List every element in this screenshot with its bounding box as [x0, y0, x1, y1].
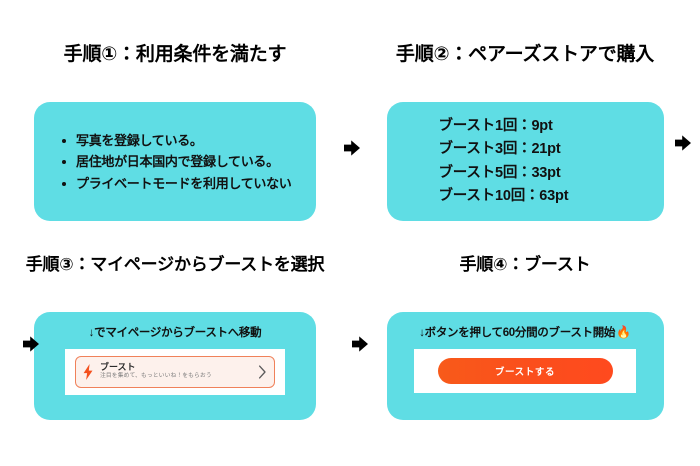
step-3-screenshot-strip: ブースト 注目を集めて、もっといいね！をもらおう — [65, 348, 285, 395]
arrow-right-icon — [22, 335, 40, 353]
step-4-card: ↓ボタンを押して60分間のブースト開始 🔥 ブーストする — [386, 311, 664, 420]
step-3-card: ↓でマイページからブーストへ移動 ブースト 注目を集めて、もっといいね！をもらお… — [34, 311, 316, 420]
fire-icon: 🔥 — [616, 324, 631, 339]
step-4-section: 手順④：ブースト ↓ボタンを押して60分間のブースト開始 🔥 ブーストする — [350, 233, 700, 466]
list-item: プライベートモードを利用していない — [62, 173, 292, 194]
step-1-section: 手順①：利用条件を満たす 写真を登録している。 居住地が日本国内で登録している。… — [0, 0, 350, 233]
price-line: ブースト3回：21pt — [438, 141, 561, 158]
step-2-card: ブースト1回：9pt ブースト3回：21pt ブースト5回：33pt ブースト1… — [386, 102, 664, 222]
boost-menu-row-title: ブースト — [100, 362, 136, 373]
step-4-screenshot-strip: ブーストする — [414, 348, 636, 393]
step-3-caption-text: ↓でマイページからブーストへ移動 — [88, 326, 262, 339]
boost-menu-row[interactable]: ブースト 注目を集めて、もっといいね！をもらおう — [75, 355, 275, 388]
step-3-caption: ↓でマイページからブーストへ移動 — [89, 324, 262, 340]
arrow-right-icon — [351, 335, 369, 353]
step-4-heading: 手順④：ブースト — [459, 255, 591, 275]
price-line: ブースト10回：63pt — [438, 188, 569, 205]
chevron-right-icon — [258, 365, 267, 379]
boost-menu-row-subtitle: 注目を集めて、もっといいね！をもらおう — [100, 373, 212, 380]
step-2-section: 手順②：ペアーズストアで購入 ブースト1回：9pt ブースト3回：21pt ブー… — [350, 0, 700, 233]
list-item: 写真を登録している。 — [62, 130, 292, 151]
boost-menu-row-text: ブースト 注目を集めて、もっといいね！をもらおう — [100, 362, 252, 381]
step-4-caption: ↓ボタンを押して60分間のブースト開始 🔥 — [419, 324, 631, 340]
price-line: ブースト5回：33pt — [438, 164, 561, 181]
boost-button[interactable]: ブーストする — [437, 357, 613, 384]
step-2-heading: 手順②：ペアーズストアで購入 — [395, 43, 655, 65]
price-line: ブースト1回：9pt — [438, 117, 553, 134]
step-1-heading: 手順①：利用条件を満たす — [63, 43, 287, 65]
conditions-list: 写真を登録している。 居住地が日本国内で登録している。 プライベートモードを利用… — [44, 130, 292, 194]
lightning-bolt-icon — [83, 363, 94, 380]
arrow-right-icon — [674, 134, 692, 152]
step-3-heading: 手順③：マイページからブーストを選択 — [25, 255, 325, 275]
arrow-right-icon — [343, 139, 361, 157]
step-1-card: 写真を登録している。 居住地が日本国内で登録している。 プライベートモードを利用… — [34, 102, 316, 222]
list-item: 居住地が日本国内で登録している。 — [62, 151, 292, 172]
step-3-section: 手順③：マイページからブーストを選択 ↓でマイページからブーストへ移動 ブースト… — [0, 233, 350, 466]
step-4-caption-text: ↓ボタンを押して60分間のブースト開始 — [419, 326, 616, 339]
